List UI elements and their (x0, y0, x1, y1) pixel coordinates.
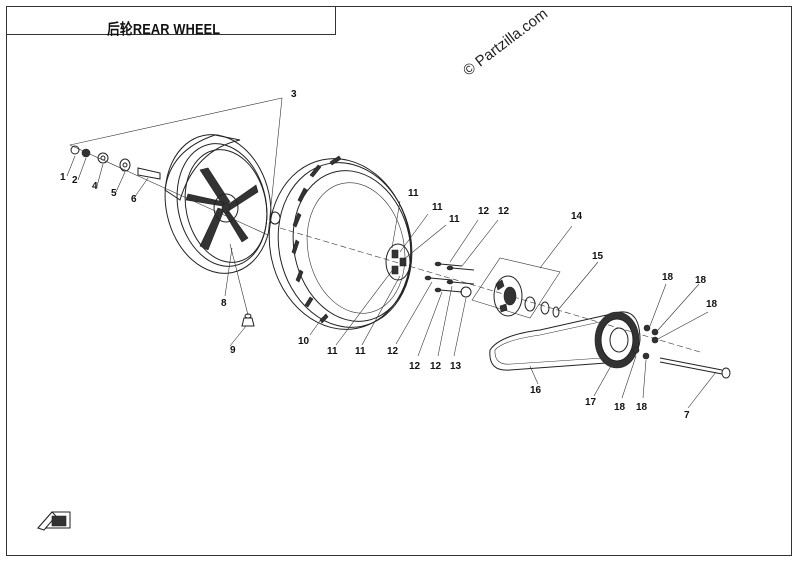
callout-11b: 11 (432, 202, 443, 213)
callout-2: 2 (72, 175, 78, 186)
hub-dampers[interactable] (385, 243, 411, 281)
callout-7: 7 (684, 410, 690, 421)
rear-rim[interactable] (153, 125, 284, 284)
left-hardware[interactable] (70, 145, 161, 180)
leader-lines (66, 97, 717, 409)
diagram-frame (6, 6, 792, 556)
callout-17: 17 (585, 397, 597, 408)
callout-9: 9 (230, 345, 236, 356)
callout-11c: 11 (449, 214, 460, 225)
arrow-left-icon[interactable] (36, 511, 71, 531)
callout-18a: 18 (662, 272, 674, 283)
callout-18b: 18 (695, 275, 707, 286)
callout-12b: 12 (498, 206, 510, 217)
callout-6: 6 (131, 194, 137, 205)
callout-16: 16 (530, 385, 542, 396)
callout-5: 5 (111, 188, 117, 199)
title-box: 后轮REAR WHEEL (6, 6, 336, 38)
callout-8: 8 (221, 298, 227, 309)
callout-18e: 18 (636, 402, 648, 413)
callout-14: 14 (571, 211, 583, 222)
callout-11e: 11 (355, 346, 366, 357)
callout-1: 1 (60, 172, 66, 183)
callout-11d: 11 (327, 346, 338, 357)
sprocket-carrier[interactable] (471, 257, 561, 319)
callout-10: 10 (298, 336, 310, 347)
callout-12d: 12 (409, 361, 421, 372)
page-title: 后轮REAR WHEEL (107, 21, 221, 38)
callout-13: 13 (450, 361, 462, 372)
callout-12a: 12 (478, 206, 490, 217)
callout-12e: 12 (430, 361, 442, 372)
rear-axle[interactable] (659, 357, 731, 379)
sprocket-bolts[interactable] (424, 261, 475, 298)
callout-3: 3 (291, 89, 297, 100)
callout-11a: 11 (408, 188, 419, 199)
rear-sprocket[interactable] (594, 311, 640, 369)
callout-4: 4 (92, 181, 98, 192)
valve-parts[interactable] (229, 243, 255, 327)
callout-18c: 18 (706, 299, 718, 310)
callout-12c: 12 (387, 346, 399, 357)
callout-labels: 1 2 4 5 6 3 8 9 10 11 11 11 11 11 12 12 … (60, 89, 718, 421)
callout-15: 15 (592, 251, 604, 262)
callout-18d: 18 (614, 402, 626, 413)
rear-tire[interactable] (254, 145, 427, 342)
